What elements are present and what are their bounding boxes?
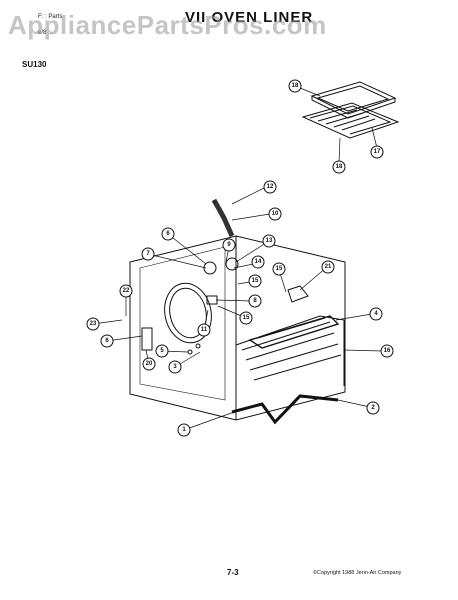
svg-text:3: 3 xyxy=(173,364,177,370)
callout-3: 3 xyxy=(168,360,182,374)
callout-7: 7 xyxy=(141,247,155,261)
part-20-drawing xyxy=(141,327,153,351)
callout-2: 2 xyxy=(366,401,380,415)
vent-tube-drawing xyxy=(211,198,235,238)
callout-23: 23 xyxy=(86,317,100,331)
svg-text:18: 18 xyxy=(336,164,343,170)
part-21-drawing xyxy=(287,285,309,303)
callout-16-top: 17 xyxy=(370,145,384,159)
svg-text:2: 2 xyxy=(371,405,375,411)
callout-22: 22 xyxy=(119,284,133,298)
svg-text:15: 15 xyxy=(243,315,250,321)
callout-5: 5 xyxy=(155,344,169,358)
page-title: VII OVEN LINER xyxy=(185,9,314,26)
part-13-drawing xyxy=(225,257,239,271)
callout-15-c: 15 xyxy=(239,311,253,325)
svg-text:18: 18 xyxy=(292,83,299,89)
svg-text:6: 6 xyxy=(166,231,170,237)
broiler-grid-drawing xyxy=(301,102,400,139)
header-line-3: e/8 ... xyxy=(38,30,54,36)
callout-15-a: 15 xyxy=(248,274,262,288)
svg-text:7: 7 xyxy=(146,251,150,257)
svg-text:12: 12 xyxy=(267,184,274,190)
svg-text:5: 5 xyxy=(160,348,164,354)
callout-12: 12 xyxy=(263,180,277,194)
callout-11: 11 xyxy=(197,323,211,337)
callout-18: 18 xyxy=(288,79,302,93)
svg-text:4: 4 xyxy=(374,311,378,317)
page-number: 7-3 xyxy=(227,568,239,577)
bake-element-drawing xyxy=(231,394,339,425)
callout-21: 21 xyxy=(321,260,335,274)
svg-text:8: 8 xyxy=(253,298,257,304)
callout-8: 8 xyxy=(248,294,262,308)
oven-liner-drawing xyxy=(129,235,346,421)
svg-text:13: 13 xyxy=(266,238,273,244)
svg-text:16: 16 xyxy=(384,348,391,354)
svg-text:11: 11 xyxy=(201,327,208,333)
oven-rack-drawing xyxy=(235,315,345,410)
svg-text:1: 1 xyxy=(182,427,186,433)
callout-16-bottom: 16 xyxy=(380,344,394,358)
svg-text:23: 23 xyxy=(90,321,97,327)
copyright-notice: ©Copyright 1988 Jenn-Air Company xyxy=(313,570,402,576)
broiler-pan-drawing xyxy=(310,81,397,119)
part-7-drawing xyxy=(203,261,217,275)
callout-6: 6 xyxy=(161,227,175,241)
svg-text:14: 14 xyxy=(255,259,262,265)
svg-text:6: 6 xyxy=(105,338,109,344)
svg-text:15: 15 xyxy=(276,266,283,272)
callout-17: 18 xyxy=(332,160,346,174)
callout-10: 10 xyxy=(268,207,282,221)
watermark-logo: AppliancePartsPros.com xyxy=(8,10,327,40)
svg-text:15: 15 xyxy=(252,278,259,284)
callout-6-b: 6 xyxy=(100,334,114,348)
model-number: SU130 xyxy=(22,60,47,69)
svg-text:10: 10 xyxy=(272,211,279,217)
callout-15-b: 15 xyxy=(272,262,286,276)
broil-element-drawing xyxy=(248,315,340,349)
callout-4: 4 xyxy=(369,307,383,321)
svg-text:20: 20 xyxy=(146,361,153,367)
callout-1: 1 xyxy=(177,423,191,437)
svg-text:21: 21 xyxy=(325,264,332,270)
svg-text:9: 9 xyxy=(227,242,231,248)
svg-text:17: 17 xyxy=(374,149,381,155)
svg-text:22: 22 xyxy=(123,288,130,294)
callout-13: 13 xyxy=(262,234,276,248)
callout-9: 9 xyxy=(222,238,236,252)
header-line-1: F: : Parts xyxy=(38,14,63,20)
callout-20: 20 xyxy=(142,357,156,371)
callout-14: 14 xyxy=(251,255,265,269)
